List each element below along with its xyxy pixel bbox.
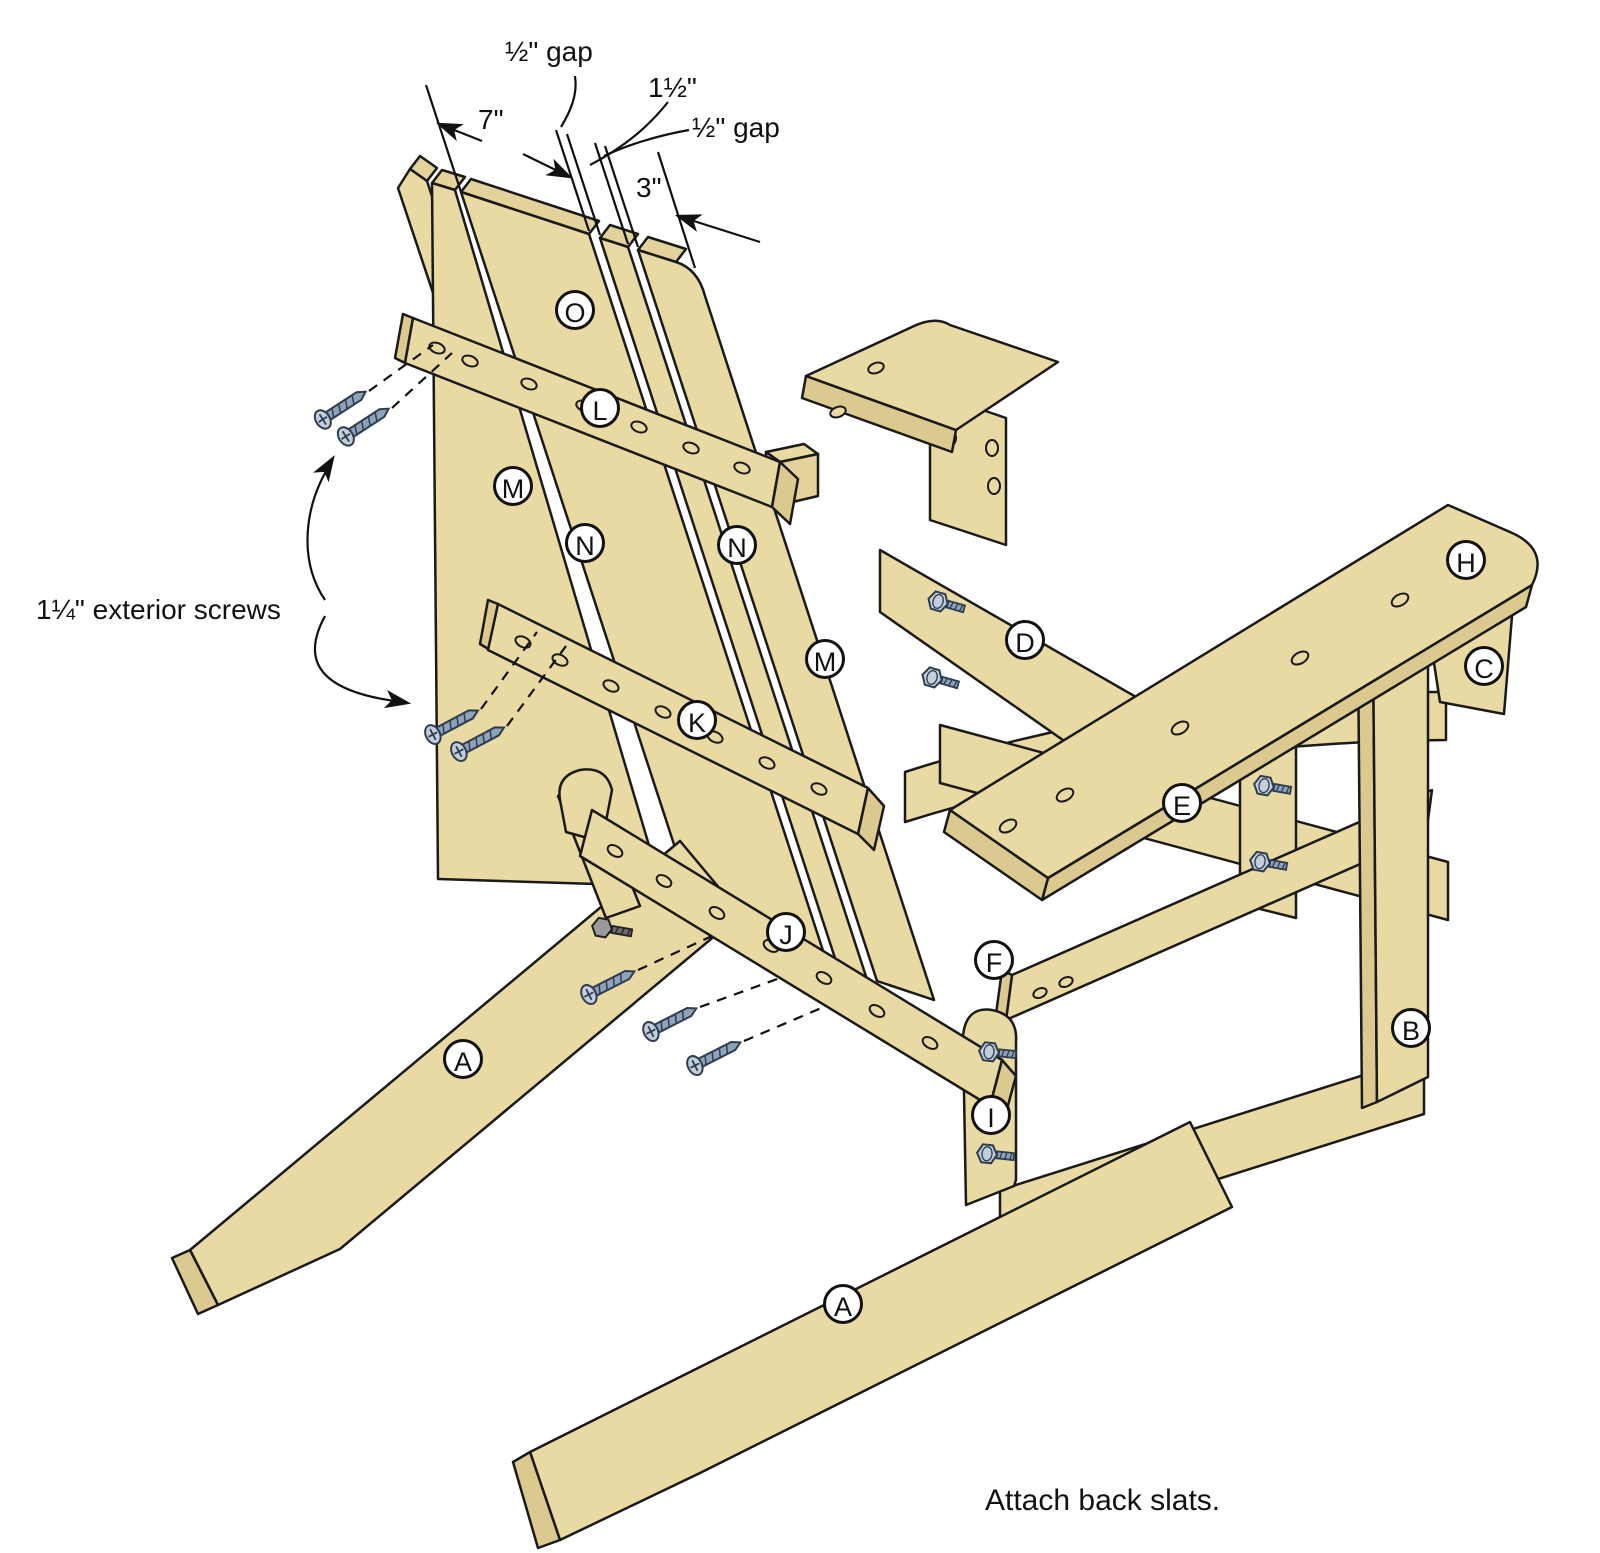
part-label-n2: N xyxy=(717,525,757,565)
arm-hole xyxy=(1170,720,1190,736)
dim-slat-outer-label: 3" xyxy=(636,172,662,203)
part-label-h: H xyxy=(1446,540,1486,580)
arm-hole xyxy=(1055,787,1075,803)
ext-line-gap1-b xyxy=(565,133,602,236)
rail-hole xyxy=(1032,986,1048,1000)
part-label-c: C xyxy=(1464,646,1504,686)
screw xyxy=(639,998,702,1045)
left-arm-top xyxy=(804,319,1060,432)
dim-slat-wide-label: 7" xyxy=(478,104,504,135)
part-label-a1: A xyxy=(443,1039,483,1079)
part-label-l: L xyxy=(580,388,620,428)
dim-slat-mid-label: 1½" xyxy=(648,72,697,103)
part-label-m2: M xyxy=(805,639,845,679)
runner-a1-end xyxy=(170,1248,220,1316)
part-label-e: E xyxy=(1162,783,1202,823)
part-label-m1: M xyxy=(493,466,533,506)
arm-hole xyxy=(1290,650,1310,666)
runner-a2-end xyxy=(511,1450,562,1550)
batten-l-end xyxy=(770,460,800,526)
ext-line-gap1-a xyxy=(554,129,591,232)
arm-hole xyxy=(1390,592,1410,608)
dim-gap-left-label: ½" gap xyxy=(505,36,593,67)
ext-line-gap2-b xyxy=(603,145,640,248)
part-label-d: D xyxy=(1005,620,1045,660)
part-label-j: J xyxy=(766,912,806,952)
arm-h-top xyxy=(948,503,1539,880)
batten-k-end xyxy=(856,786,886,852)
screw-note: 1¼" exterior screws xyxy=(36,594,281,625)
dim-gap-right-label: ½" gap xyxy=(692,112,780,143)
part-label-n1: N xyxy=(565,523,605,563)
hardware xyxy=(310,344,1294,1167)
leader-1-5 xyxy=(589,101,669,166)
post-hole xyxy=(985,439,999,457)
hex-bolt xyxy=(918,665,962,695)
part-label-b: B xyxy=(1391,1008,1431,1048)
part-label-o: O xyxy=(555,290,595,330)
part-label-i: I xyxy=(971,1095,1011,1135)
leader-screws-up xyxy=(306,462,332,601)
arm-hole xyxy=(998,818,1018,834)
dimension-lines xyxy=(306,75,761,711)
screw xyxy=(683,1032,746,1079)
ext-line-7-left xyxy=(424,84,463,193)
part-label-k: K xyxy=(677,700,717,740)
leader-gap-right xyxy=(603,128,690,157)
arm-hole xyxy=(867,361,885,375)
ext-line-3-right xyxy=(656,151,697,269)
post-hole xyxy=(987,477,1001,495)
part-label-f: F xyxy=(974,940,1014,980)
projection-lines xyxy=(368,344,827,1043)
runner-a2 xyxy=(528,1120,1234,1542)
part-label-a2: A xyxy=(823,1284,863,1324)
leader-screws-down xyxy=(313,615,403,704)
caption: Attach back slats. xyxy=(985,1484,1221,1517)
leader-gap-left xyxy=(560,75,577,128)
rail-hole xyxy=(1058,975,1074,989)
rear-leg-arm xyxy=(942,503,1539,1110)
left-arm-assembly xyxy=(764,319,1060,547)
arm-hole xyxy=(829,405,847,419)
